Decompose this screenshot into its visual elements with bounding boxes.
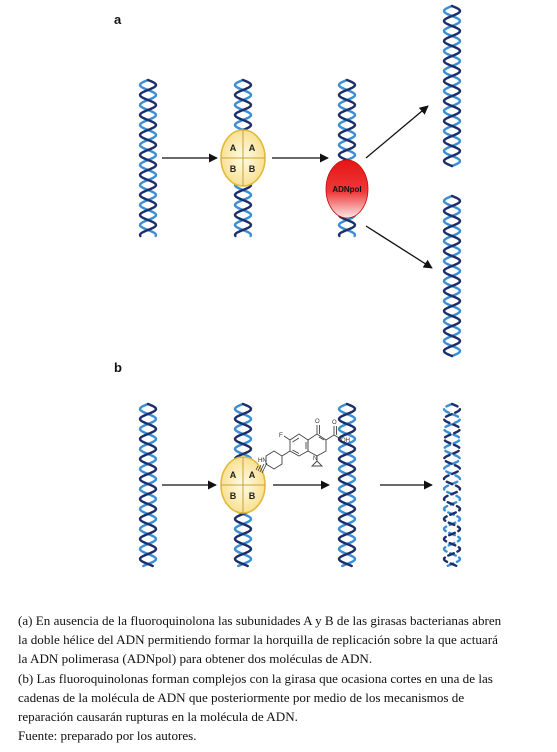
dna-strand bbox=[442, 402, 462, 568]
fluoroquinolone-molecule: F O O OH N HN bbox=[255, 419, 350, 474]
dna-strand bbox=[442, 4, 462, 168]
caption-source: Fuente: preparado por los autores. bbox=[18, 728, 197, 744]
atom-nitrogen: N bbox=[313, 456, 317, 462]
dna-strand bbox=[138, 78, 158, 238]
dna-strand bbox=[442, 194, 462, 358]
subunit-a-right-b: A bbox=[249, 470, 256, 480]
dna-strand bbox=[442, 402, 462, 568]
subunit-b-right-b: B bbox=[249, 491, 256, 501]
dna-helix-b-cut bbox=[337, 402, 357, 568]
subunit-b-left-b: B bbox=[230, 491, 237, 501]
atom-oxygen: O bbox=[315, 419, 320, 425]
polymerase-label: ADNpol bbox=[332, 185, 361, 194]
gyrase-mechanism-diagram: a b A A B B ADNpol A A B B bbox=[114, 4, 462, 568]
atom-fluorine: F bbox=[279, 433, 283, 439]
caption-line: reparación causarán rupturas en la moléc… bbox=[18, 709, 298, 725]
dna-helix-a-initial bbox=[138, 78, 158, 238]
dna-strand bbox=[337, 402, 357, 568]
dna-helix-a-product-bottom bbox=[442, 194, 462, 358]
dna-strand bbox=[138, 402, 158, 568]
dna-strand bbox=[138, 402, 158, 568]
hatched-bond bbox=[255, 462, 268, 474]
subunit-b-left: B bbox=[230, 164, 237, 174]
dna-helix-b-broken bbox=[442, 402, 462, 568]
caption-line: la doble hélice del ADN permitiendo form… bbox=[18, 632, 498, 648]
dna-helix-b-initial bbox=[138, 402, 158, 568]
dna-strand bbox=[337, 402, 357, 568]
subunit-a-right: A bbox=[249, 143, 256, 153]
subunit-a-left: A bbox=[230, 143, 237, 153]
subunit-b-right: B bbox=[249, 164, 256, 174]
gyrase-a: A A B B bbox=[220, 129, 266, 187]
figure-caption: (a) En ausencia de la fluoroquinolona la… bbox=[18, 611, 546, 745]
panel-a-label: a bbox=[114, 12, 122, 27]
atom-amine: HN bbox=[258, 458, 267, 464]
caption-line: cadenas de la molécula de ADN que poster… bbox=[18, 689, 465, 705]
caption-line: (b) Las fluoroquinolonas forman complejo… bbox=[18, 670, 493, 686]
arrow-a-up bbox=[365, 105, 429, 159]
panel-b-label: b bbox=[114, 360, 122, 375]
subunit-a-left-b: A bbox=[230, 470, 237, 480]
dna-helix-a-product-top bbox=[442, 4, 462, 168]
atom-hydroxyl: OH bbox=[341, 438, 350, 444]
caption-line: la ADN polimerasa (ADNpol) para obtener … bbox=[18, 651, 373, 667]
atom-oxygen-acid: O bbox=[332, 420, 337, 426]
caption-line: (a) En ausencia de la fluoroquinolona la… bbox=[18, 613, 502, 628]
gyrase-b: A A B B bbox=[220, 456, 266, 514]
dna-polymerase: ADNpol bbox=[325, 159, 369, 219]
arrow-a-down bbox=[365, 225, 433, 269]
